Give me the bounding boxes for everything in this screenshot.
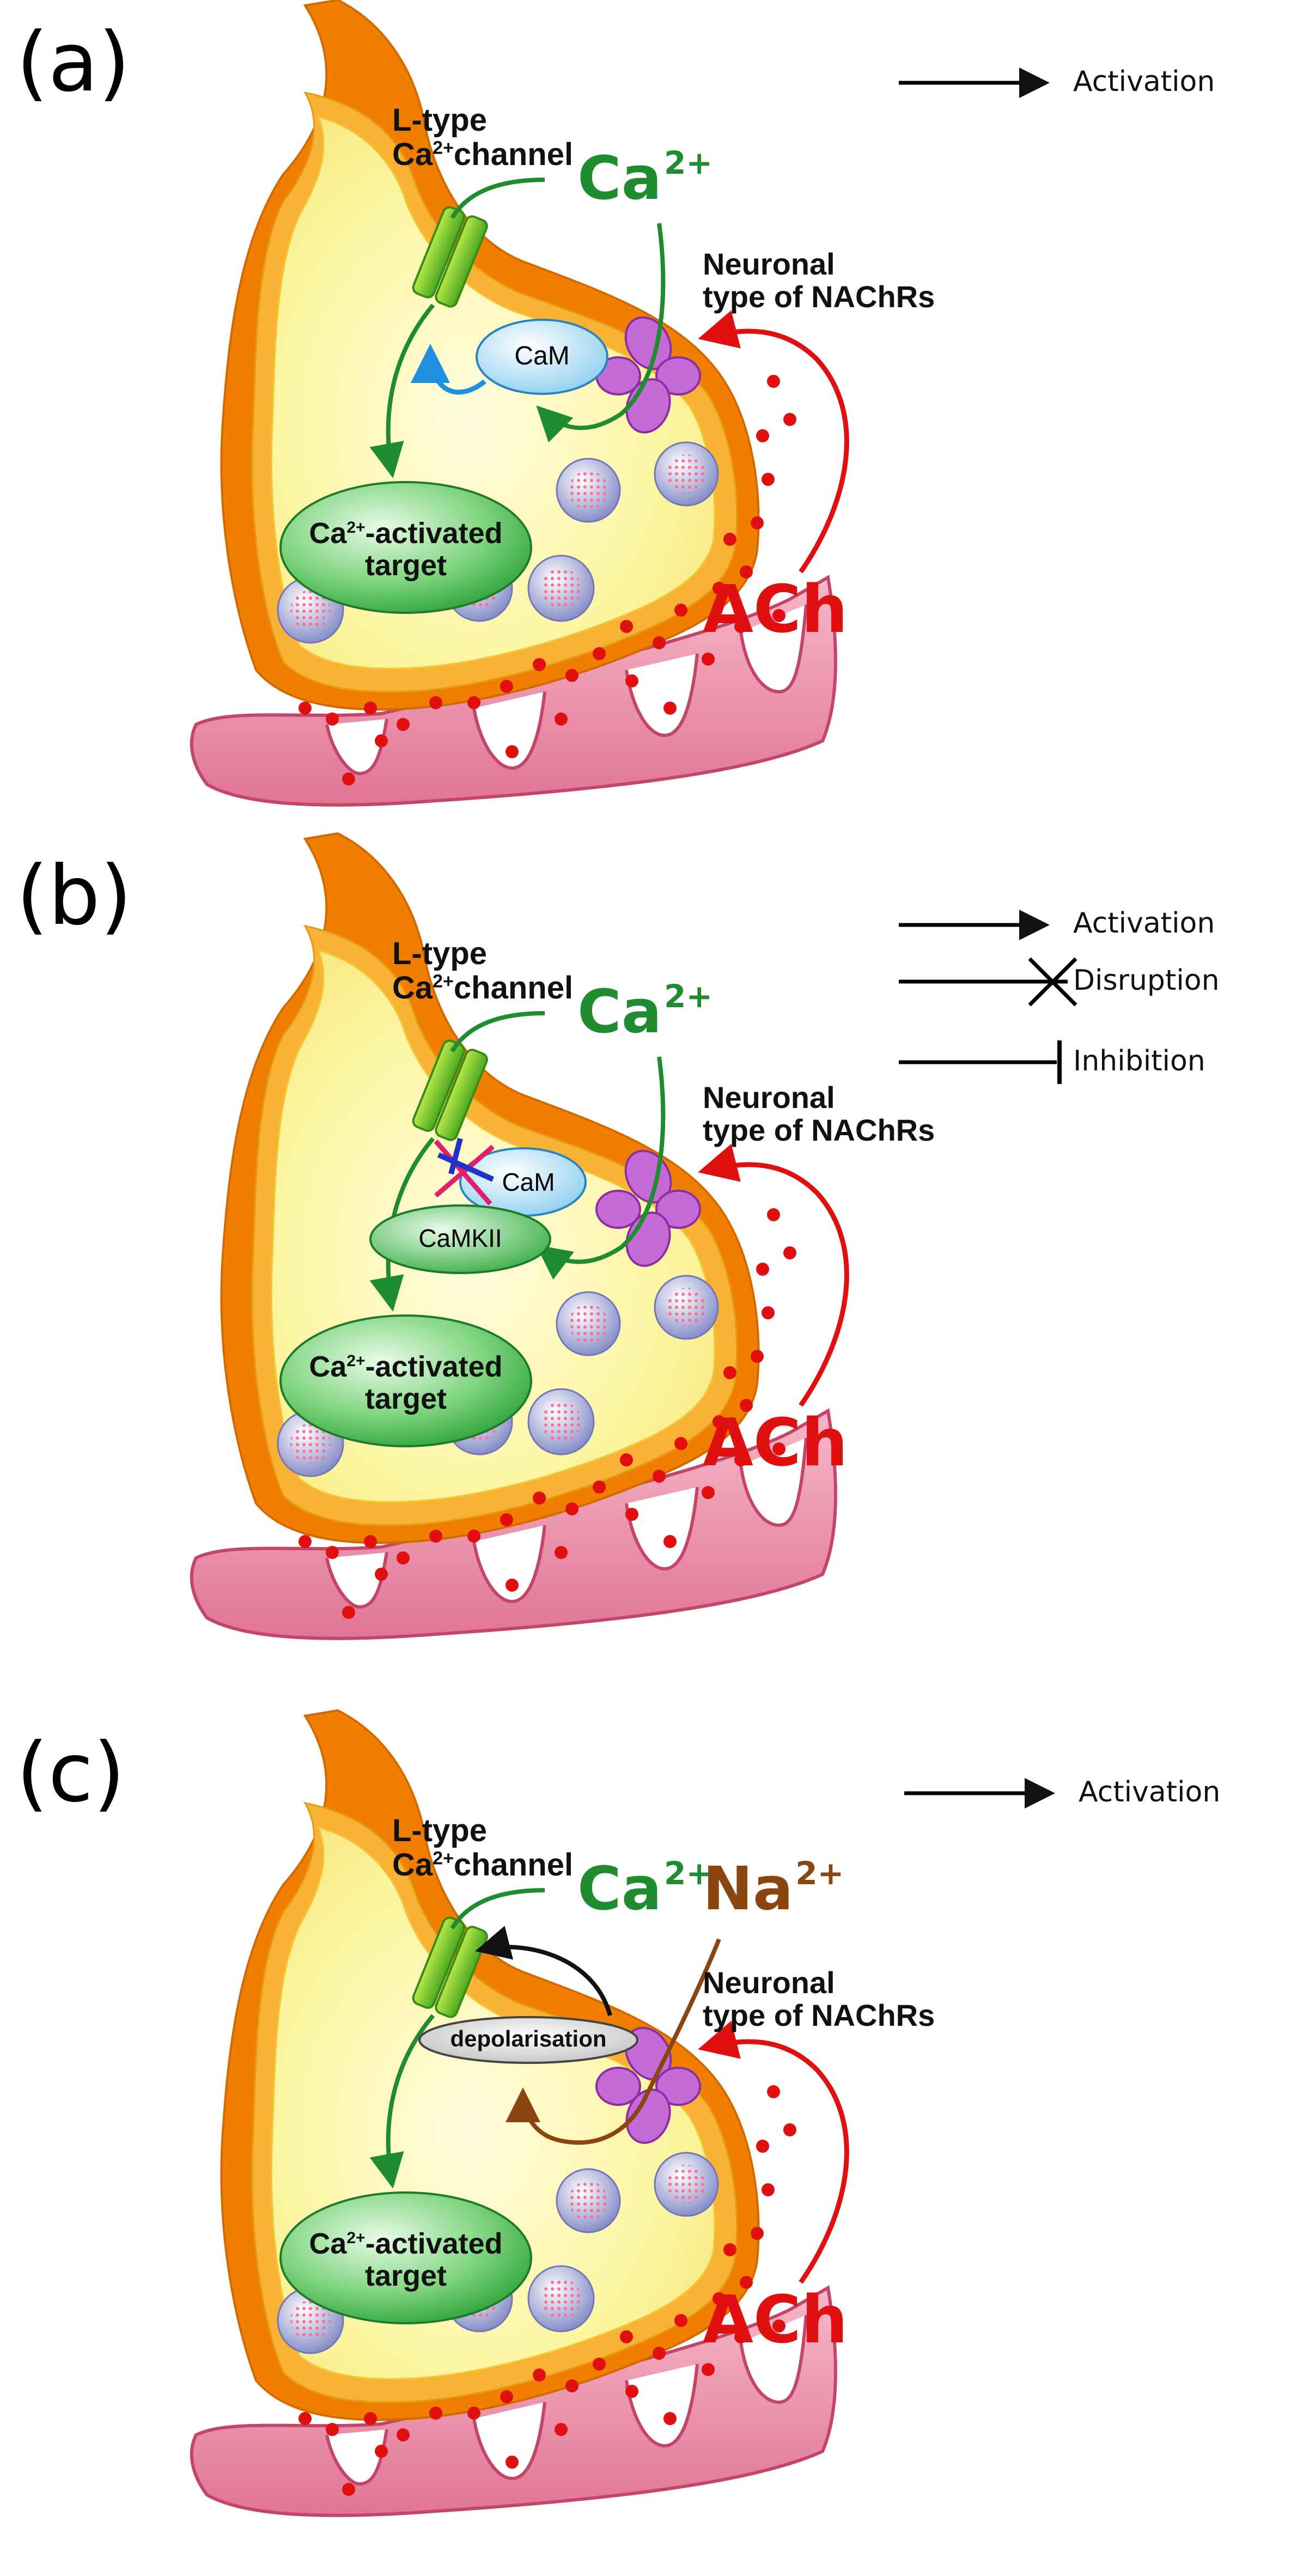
panel-c [192,1710,1055,2516]
legend-activation-label: Activation [1079,1776,1221,1808]
receptor-to-camkii-arrow [535,1056,666,1280]
receptor-label: Neuronal type of NAChRs [703,1965,935,2033]
ca-ion-label: Ca2+ [577,1854,713,1923]
ach-label: ACh [703,572,848,648]
panel-a-labels: (a) Activation L-type Ca2+channel Ca2+ N… [0,0,1297,833]
camkii-label: CaMKII [418,1224,502,1252]
receptor-label: Neuronal type of NAChRs [703,247,935,314]
depolarisation-label: depolarisation [450,2026,607,2051]
ach-label: ACh [703,1405,848,1481]
panel-c-labels: (c) Activation L-type Ca2+channel Ca2+ N… [0,1710,1297,2576]
target-label: Ca2+-activated target [309,517,503,582]
receptor-to-cam-arrow [536,223,666,443]
na-ion-label: Na2+ [703,1854,844,1923]
depolarisation-oval [418,2016,638,2064]
na-influx-arrow [506,1938,721,2145]
cam-label: CaM [502,1168,555,1196]
channel-label: L-type Ca2+channel [392,102,574,172]
disruption-cross-icon [434,1137,495,1205]
panel-label: (b) [16,849,132,943]
channel-label: L-type Ca2+channel [392,936,574,1006]
receptor-label: Neuronal type of NAChRs [703,1080,935,1148]
target-label: Ca2+-activated target [309,1350,503,1416]
camkii-protein [369,1204,551,1274]
cam-label: CaM [514,342,570,370]
legend-activation-label: Activation [1073,65,1215,98]
panel-label: (c) [16,1726,125,1820]
panel-b [192,833,1077,1639]
panel-b-labels: (b) Activation Disruption Inhibition L-t… [0,833,1297,1710]
panel-a [192,0,1050,805]
ca-ion-label: Ca2+ [577,143,713,213]
legend-inhibition-icon [899,1040,1062,1084]
legend-activation-label: Activation [1073,907,1215,940]
depolarisation-to-channel-arrow [475,1926,612,2017]
ach-label: ACh [703,2282,848,2358]
legend-disruption-icon [899,957,1077,1007]
target-label: Ca2+-activated target [309,2227,503,2293]
legend-inhibition-label: Inhibition [1073,1045,1205,1077]
panel-label: (a) [16,15,130,110]
cam-protein [476,319,608,395]
ca-ion-label: Ca2+ [577,977,713,1046]
channel-label: L-type Ca2+channel [392,1813,574,1883]
cam-to-channel-arrow [411,344,486,395]
legend-disruption-label: Disruption [1073,964,1220,997]
